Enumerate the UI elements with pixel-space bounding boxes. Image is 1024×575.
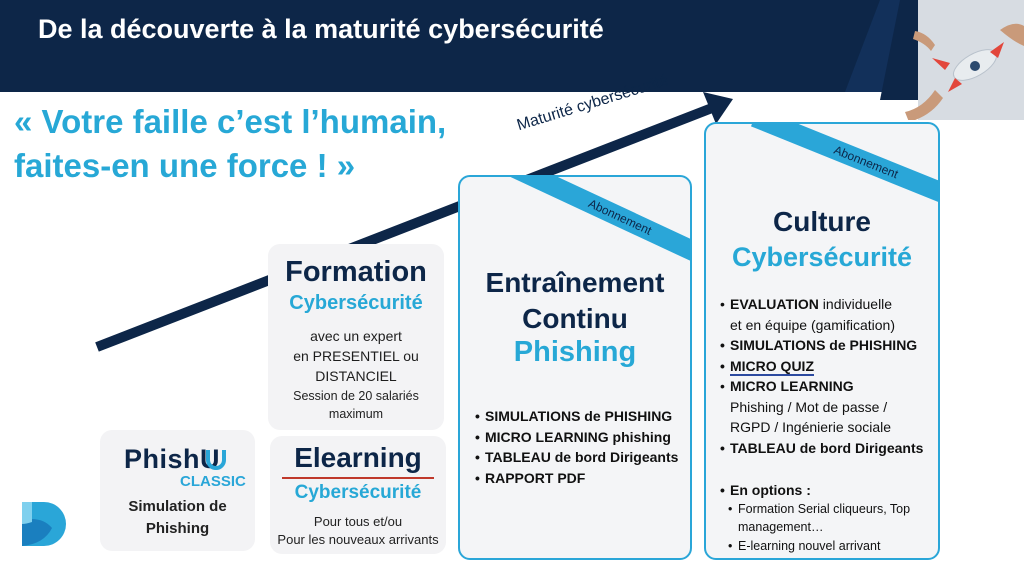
slogan-line-2: faites-en une force ! » [14,147,356,184]
phishu-line-2: Phishing [145,520,210,537]
culture-card: Abonnement Culture Cybersécurité EVALUAT… [704,122,940,560]
elearning-line-1: Pour tous et/ou [313,514,403,529]
formation-subtitle: Cybersécurité [289,292,423,314]
company-logo-icon [22,502,66,546]
phishu-card: PhishU CLASSIC Simulation de Phishing [100,430,255,551]
phishu-logo-sub: CLASSIC [180,473,246,490]
elearning-card: Elearning Cybersécurité Pour tous et/ou … [270,436,446,554]
culture-item-simulations: SIMULATIONS de PHISHING [720,335,938,356]
slogan-line-1: « Votre faille c’est l’humain, [14,103,447,140]
formation-line-3: DISTANCIEL [315,368,397,384]
page-title: De la découverte à la maturité cybersécu… [38,14,604,44]
culture-option-1: Formation Serial cliqueurs, Topmanagemen… [728,500,938,536]
formation-card: Formation Cybersécurité avec un expert e… [268,244,444,430]
culture-title-2: Cybersécurité [731,242,913,272]
elearning-line-2: Pour les nouveaux arrivants [277,532,439,547]
elearning-title: Elearning [294,442,422,473]
culture-item-quiz: MICRO QUIZ [720,356,938,377]
culture-option-2: E-learning nouvel arrivant [728,536,938,556]
entrainement-item-3: TABLEAU de bord Dirigeants [475,447,690,468]
entrainement-card: Abonnement Entraînement Continu Phishing… [458,175,692,560]
entrainement-item-4: RAPPORT PDF [475,468,690,489]
entrainement-item-2: MICRO LEARNING phishing [475,427,690,448]
culture-item-tableau: TABLEAU de bord Dirigeants [720,438,938,459]
phishu-line-1: Simulation de [128,498,227,515]
formation-session-2: maximum [328,407,384,421]
culture-title-1: Culture [773,206,871,237]
entrainement-item-1: SIMULATIONS de PHISHING [475,406,690,427]
phishu-u-icon [206,450,226,470]
entrainement-title-1: Entraînement [485,267,665,298]
elearning-underline [282,477,434,479]
formation-line-2: en PRESENTIEL ou [293,348,419,364]
phishu-logo: PhishU [124,444,221,474]
entrainement-title-2: Continu [522,303,628,334]
rocket-icon [905,23,1024,120]
entrainement-ribbon: Abonnement [507,177,690,277]
header-decoration [845,0,1024,120]
formation-line-1: avec un expert [310,328,402,344]
formation-title: Formation [285,256,427,288]
formation-session-1: Session de 20 salariés [293,389,419,403]
culture-ribbon: Abonnement [750,124,938,217]
entrainement-title-3: Phishing [513,336,637,368]
culture-options-label: En options : [720,480,938,501]
slogan: « Votre faille c’est l’humain, faites-en… [14,100,446,188]
elearning-subtitle: Cybersécurité [294,482,422,503]
